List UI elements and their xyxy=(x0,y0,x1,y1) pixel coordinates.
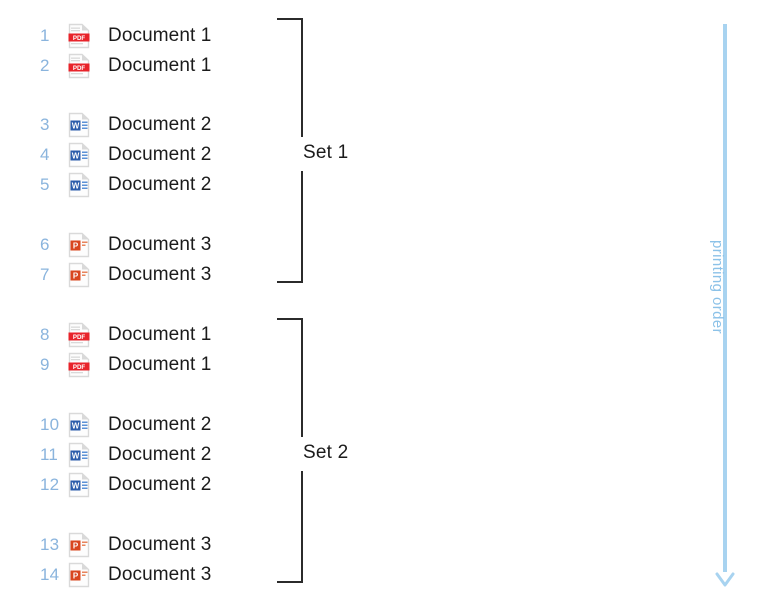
svg-text:P: P xyxy=(73,571,79,580)
document-row[interactable]: 13 P Document 3 xyxy=(40,530,211,560)
row-number: 5 xyxy=(40,175,50,194)
pdf-file-icon: PDF xyxy=(68,352,102,378)
document-row[interactable]: 14 P Document 3 xyxy=(40,560,211,590)
svg-text:P: P xyxy=(73,541,79,550)
document-name: Document 3 xyxy=(108,564,212,585)
row-number: 8 xyxy=(40,325,50,344)
row-number: 9 xyxy=(40,355,50,374)
document-row[interactable]: 6 P Document 3 xyxy=(40,230,211,260)
svg-text:W: W xyxy=(72,151,80,160)
document-row[interactable]: 11 W Document 2 xyxy=(40,440,211,470)
word-file-icon: W xyxy=(68,442,102,468)
word-file-icon: W xyxy=(68,112,102,138)
svg-text:PDF: PDF xyxy=(73,334,86,341)
bracket-gap-mask xyxy=(290,437,310,471)
document-name: Document 3 xyxy=(108,234,212,255)
document-row[interactable]: 8 PDF Document 1 xyxy=(40,320,211,350)
document-name: Document 1 xyxy=(108,354,212,375)
powerpoint-file-icon: P xyxy=(68,562,102,588)
word-file-icon: W xyxy=(68,142,102,168)
arrow-head-down-icon xyxy=(715,564,735,588)
row-number: 13 xyxy=(40,535,60,554)
document-row[interactable]: 2 PDF Document 1 xyxy=(40,51,211,81)
document-name: Document 2 xyxy=(108,444,212,465)
document-name: Document 2 xyxy=(108,174,212,195)
svg-text:P: P xyxy=(73,271,79,280)
document-row[interactable]: 7 P Document 3 xyxy=(40,260,211,290)
word-file-icon: W xyxy=(68,472,102,498)
row-number: 4 xyxy=(40,145,50,164)
svg-text:W: W xyxy=(72,121,80,130)
svg-text:W: W xyxy=(72,421,80,430)
svg-text:W: W xyxy=(72,181,80,190)
document-row[interactable]: 5 W Document 2 xyxy=(40,170,211,200)
document-name: Document 2 xyxy=(108,474,212,495)
document-row[interactable]: 4 W Document 2 xyxy=(40,140,211,170)
svg-text:PDF: PDF xyxy=(73,65,86,72)
document-name: Document 3 xyxy=(108,534,212,555)
document-row[interactable]: 9 PDF Document 1 xyxy=(40,350,211,380)
pdf-file-icon: PDF xyxy=(68,322,102,348)
document-row[interactable]: 3 W Document 2 xyxy=(40,110,211,140)
document-row[interactable]: 10 W Document 2 xyxy=(40,410,211,440)
document-name: Document 1 xyxy=(108,25,212,46)
svg-text:PDF: PDF xyxy=(73,364,86,371)
row-number: 10 xyxy=(40,415,60,434)
row-number: 7 xyxy=(40,265,50,284)
powerpoint-file-icon: P xyxy=(68,232,102,258)
svg-text:W: W xyxy=(72,451,80,460)
document-name: Document 1 xyxy=(108,55,212,76)
bracket-gap-mask xyxy=(290,137,310,171)
word-file-icon: W xyxy=(68,412,102,438)
pdf-file-icon: PDF xyxy=(68,53,102,79)
document-name: Document 1 xyxy=(108,324,212,345)
arrow-shaft xyxy=(723,24,727,572)
document-name: Document 2 xyxy=(108,144,212,165)
pdf-file-icon: PDF xyxy=(68,23,102,49)
row-number: 2 xyxy=(40,56,50,75)
row-number: 14 xyxy=(40,565,60,584)
printing-order-label: printing order xyxy=(709,240,726,334)
row-number: 6 xyxy=(40,235,50,254)
row-number: 12 xyxy=(40,475,60,494)
svg-text:P: P xyxy=(73,241,79,250)
svg-text:PDF: PDF xyxy=(73,35,86,42)
document-name: Document 2 xyxy=(108,414,212,435)
row-number: 3 xyxy=(40,115,50,134)
printing-order-arrow xyxy=(712,24,738,590)
document-row[interactable]: 12 W Document 2 xyxy=(40,470,211,500)
document-name: Document 2 xyxy=(108,114,212,135)
powerpoint-file-icon: P xyxy=(68,532,102,558)
svg-text:W: W xyxy=(72,481,80,490)
document-row[interactable]: 1 PDF Document 1 xyxy=(40,21,211,51)
row-number: 1 xyxy=(40,26,50,45)
set-label: Set 1 xyxy=(303,142,349,163)
word-file-icon: W xyxy=(68,172,102,198)
document-name: Document 3 xyxy=(108,264,212,285)
row-number: 11 xyxy=(40,445,59,464)
powerpoint-file-icon: P xyxy=(68,262,102,288)
set-label: Set 2 xyxy=(303,442,349,463)
